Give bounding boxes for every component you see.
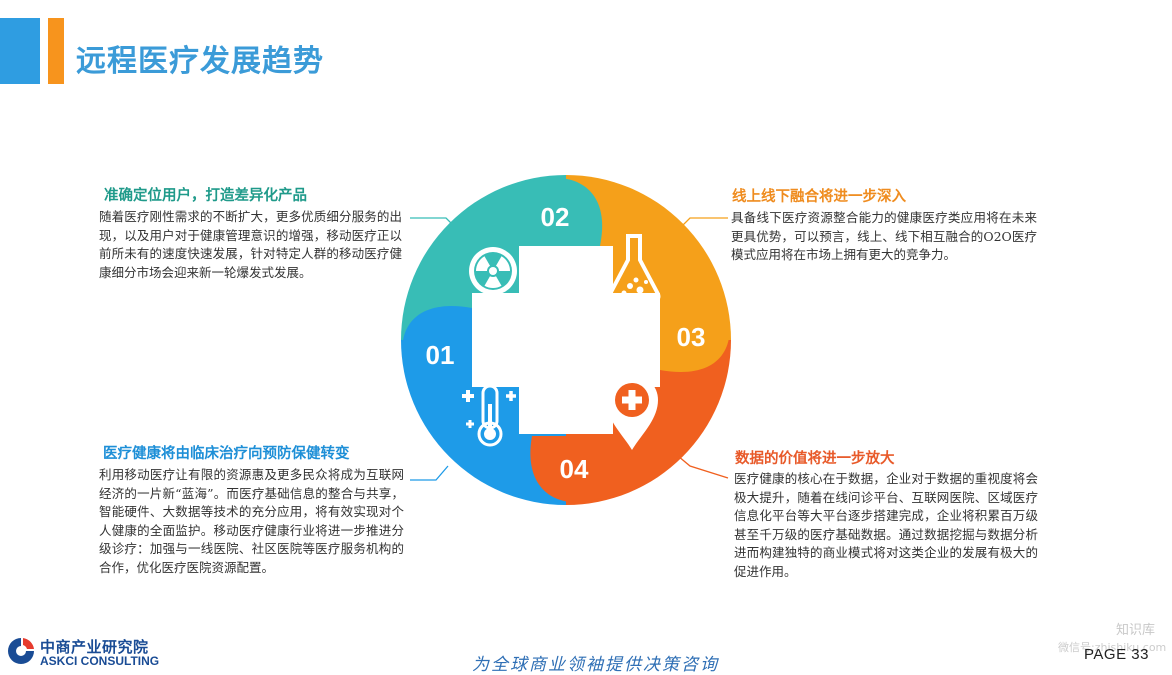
section-title-01: 医疗健康将由临床治疗向预防保健转变 xyxy=(103,446,350,462)
section-title-03: 线上线下融合将进一步深入 xyxy=(732,189,906,205)
flask-icon xyxy=(607,234,661,302)
page-title: 远程医疗发展趋势 xyxy=(76,44,324,79)
section-title-04: 数据的价值将进一步放大 xyxy=(735,451,895,467)
radiation-icon xyxy=(469,247,517,295)
number-02: 02 xyxy=(541,202,570,232)
section-body-03: 具备线下医疗资源整合能力的健康医疗类应用将在未来更具优势，可以预言，线上、线下相… xyxy=(731,210,1037,263)
page-number: PAGE 33 xyxy=(1084,646,1149,663)
location-pin-plus-icon xyxy=(606,374,658,450)
swirl-02-into-03 xyxy=(530,177,603,246)
company-logo: 中商产业研究院 ASKCI CONSULTING xyxy=(6,634,166,670)
watermark-name: 知识库 xyxy=(1116,623,1156,638)
swirl-03-into-04 xyxy=(660,304,730,373)
section-body-02: 随着医疗刚性需求的不断扩大，更多优质细分服务的出现，以及用户对于健康管理意识的增… xyxy=(99,209,402,280)
thermometer-icon xyxy=(462,384,516,447)
logo-mark-icon xyxy=(8,638,34,664)
number-04: 04 xyxy=(560,454,589,484)
connector-01 xyxy=(410,465,449,481)
connector-04 xyxy=(677,455,729,479)
swirl-04-into-01 xyxy=(530,436,600,503)
section-body-04: 医疗健康的核心在于数据，企业对于数据的重视度将会极大提升，随着在线问诊平台、互联… xyxy=(734,471,1038,579)
header-accent-blue xyxy=(0,18,40,84)
watermark-id: 微信号:zhishiku.com xyxy=(1058,641,1167,654)
number-01: 01 xyxy=(426,340,455,370)
section-title-02: 准确定位用户，打造差异化产品 xyxy=(104,188,307,204)
number-03: 03 xyxy=(677,322,706,352)
logo-name-en: ASKCI CONSULTING xyxy=(40,654,160,668)
footer-slogan: 为全球商业领袖提供决策咨询 xyxy=(472,655,719,675)
logo-name-cn: 中商产业研究院 xyxy=(40,638,149,656)
swirl-01-into-02 xyxy=(402,305,472,374)
section-body-01: 利用移动医疗让有限的资源惠及更多民众将成为互联网经济的一片新“蓝海”。而医疗基础… xyxy=(99,467,404,575)
header-accent-orange xyxy=(48,18,64,84)
